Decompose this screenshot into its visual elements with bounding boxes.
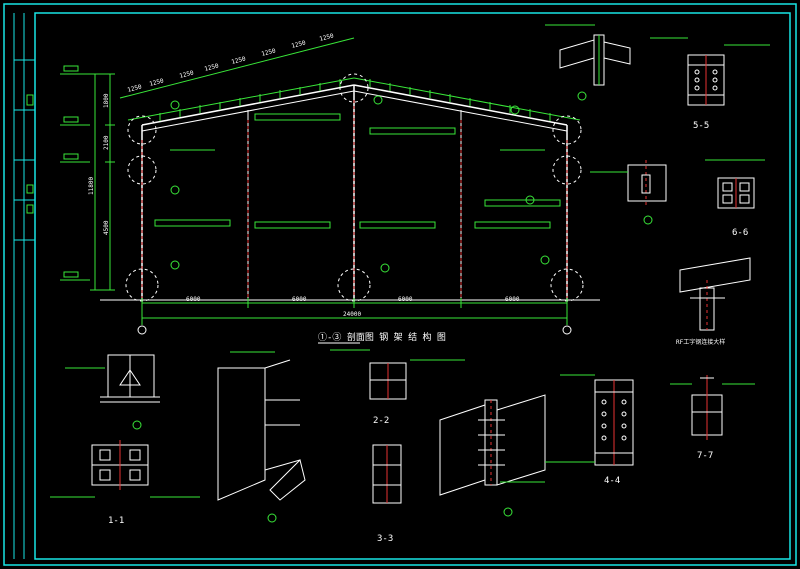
title-block-strip (13, 13, 35, 559)
roof-dim: 1250 (149, 77, 165, 88)
roof-dim: 1250 (319, 32, 335, 43)
dim-left-3: 4500 (103, 220, 110, 235)
elevation-markers (60, 65, 90, 281)
detail-base-plate (65, 354, 160, 430)
dim-bottom: 6000 (398, 296, 413, 303)
dim-left-2: 2100 (103, 135, 110, 150)
roof-dim: 1250 (204, 62, 220, 73)
roof-dim: 1250 (127, 83, 143, 94)
dim-overall-span: 24000 (343, 311, 361, 318)
inner-frame (34, 12, 791, 560)
section-label-4-4: 4-4 (604, 476, 620, 486)
roof-dim: 1250 (231, 55, 247, 66)
roof-dim: 1250 (179, 69, 195, 80)
section-2-2 (330, 349, 465, 400)
dim-bottom: 6000 (292, 296, 307, 303)
section-3-3 (372, 444, 402, 504)
section-label-5-5: 5-5 (693, 121, 709, 131)
roof-dim-line (119, 37, 355, 99)
dim-left-1: 1800 (103, 93, 110, 108)
section-label-7-7: 7-7 (697, 451, 713, 461)
main-frame-elevation (100, 73, 600, 302)
section-label-1-1: 1-1 (108, 516, 124, 526)
detail-bolted-connection (439, 394, 546, 517)
left-dimension-chain (90, 73, 115, 291)
roof-dims: 1250 1250 1250 1250 1250 1250 1250 1250 (127, 32, 335, 94)
outer-frame (3, 3, 797, 566)
detail-stiffener (217, 351, 306, 523)
section-label-6-6: 6-6 (732, 228, 748, 238)
section-1-1 (50, 440, 200, 498)
section-label-2-2: 2-2 (373, 416, 389, 426)
detail-5-5-joint (545, 24, 631, 101)
roof-dim: 1250 (261, 47, 277, 58)
section-label-3-3: 3-3 (377, 534, 393, 544)
roof-dim: 1250 (291, 39, 307, 50)
dim-bottom: 6000 (186, 296, 201, 303)
dim-overall-height: 11800 (88, 177, 95, 195)
section-6-6 (705, 159, 765, 209)
dim-bottom: 6000 (505, 296, 520, 303)
section-4-4 (545, 374, 634, 466)
section-7-7 (670, 375, 755, 440)
rf-detail-caption: RF工字钢连接大样 (676, 338, 725, 346)
section-5-5 (650, 37, 770, 106)
rf-detail (679, 257, 751, 331)
detail-6-6-joint (590, 160, 667, 225)
bottom-dimension-chain (137, 298, 572, 335)
main-elevation-caption: ①-③ 剖面图 钢 架 结 构 图 (318, 331, 446, 343)
